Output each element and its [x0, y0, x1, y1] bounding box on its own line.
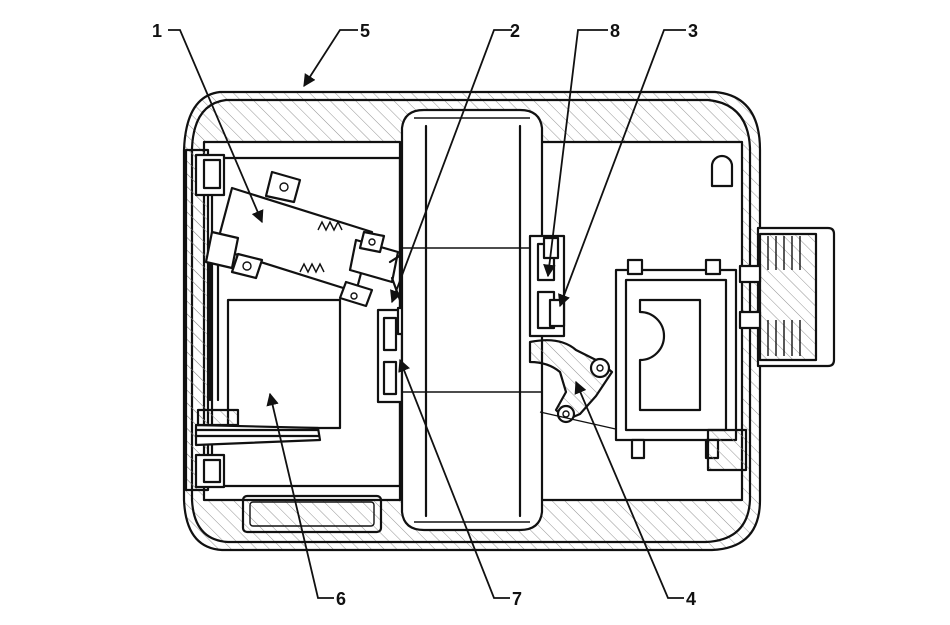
callout-3: 3 [688, 21, 698, 41]
leader-1 [168, 29, 264, 224]
leader-3 [558, 29, 686, 308]
callout-labels: 1 2 3 4 5 6 7 8 [152, 21, 698, 609]
component-8-3-bracket [528, 234, 566, 338]
leader-lines [168, 29, 686, 599]
callout-2: 2 [510, 21, 520, 41]
callout-5: 5 [360, 21, 370, 41]
callout-4: 4 [686, 589, 696, 609]
callout-1: 1 [152, 21, 162, 41]
leader-8 [543, 29, 608, 278]
callout-7: 7 [512, 589, 522, 609]
component-4-link [528, 339, 621, 431]
callout-6: 6 [336, 589, 346, 609]
callout-8: 8 [610, 21, 620, 41]
right-cartridge [614, 154, 748, 472]
left-chamber [184, 148, 402, 492]
leader-5 [303, 29, 358, 88]
right-end-knob [738, 226, 836, 368]
leader-7 [398, 358, 510, 599]
center-drum [400, 108, 544, 532]
leader-2 [390, 29, 512, 304]
leader-6 [266, 392, 334, 599]
leader-4 [574, 380, 684, 599]
bottom-slot [241, 494, 383, 534]
